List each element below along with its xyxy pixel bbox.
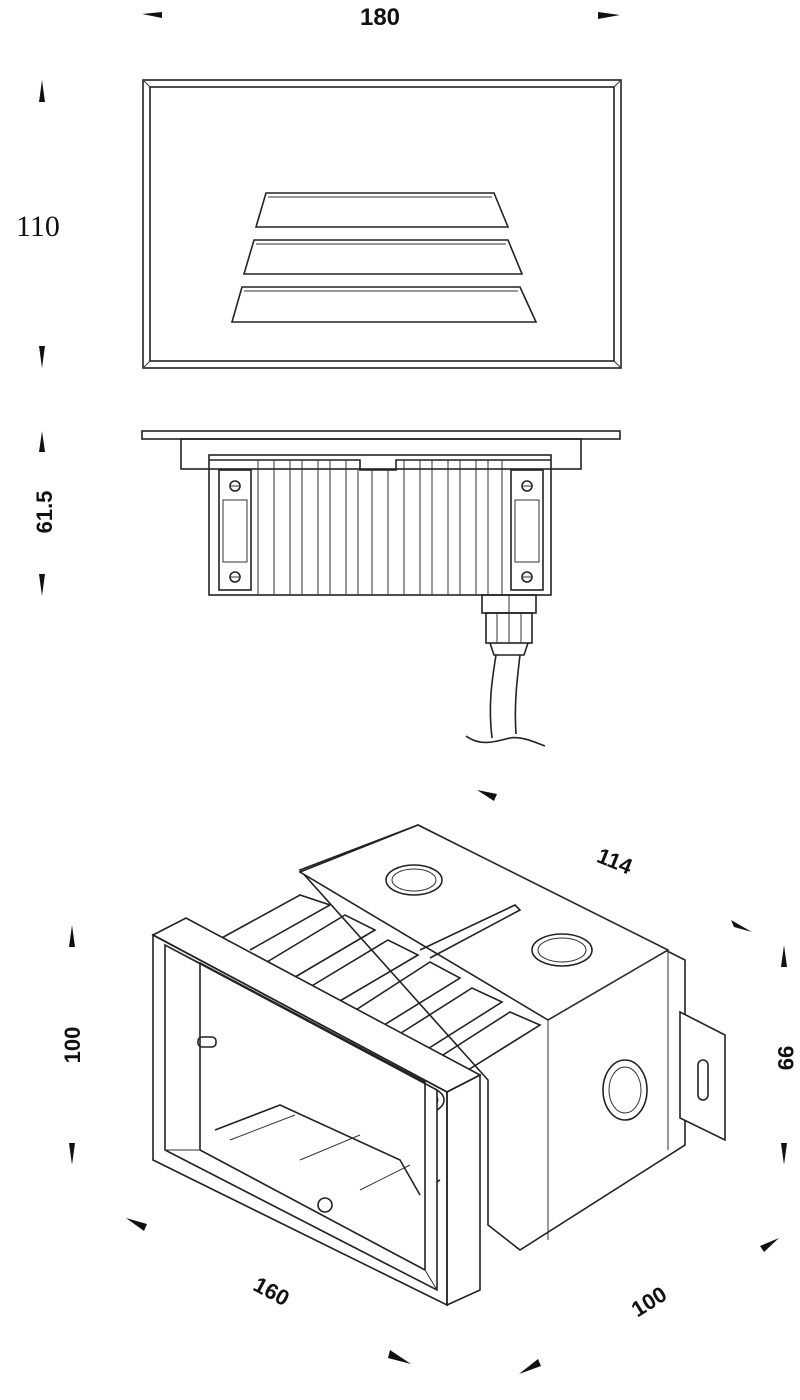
dim-label-61-5: 61.5: [32, 491, 57, 534]
dim-label-100-left: 100: [60, 1027, 85, 1064]
installation-box-view: [151, 824, 726, 1307]
heat-sink-fins: [209, 459, 551, 595]
dim-label-99: 99: [773, 1046, 798, 1070]
dimension-100-bottom: 100: [519, 1238, 779, 1374]
side-mounting-tab: [679, 1010, 726, 1142]
dimension-100-left: 100: [60, 925, 85, 1165]
dim-label-114: 114: [594, 843, 637, 880]
dimension-99: 99: [773, 945, 798, 1165]
dimension-110: 110: [16, 80, 60, 368]
side-view: [141, 430, 621, 747]
ground-screw-icon: [317, 1197, 333, 1213]
locating-pin: [197, 1036, 217, 1048]
front-plate-view: [142, 79, 622, 369]
dim-label-110: 110: [16, 210, 60, 243]
dimension-180: 180: [142, 4, 620, 31]
dim-label-160: 160: [249, 1272, 293, 1311]
right-mounting-bracket: [510, 469, 544, 591]
louvre-slots: [230, 192, 538, 323]
power-cable: [465, 654, 546, 747]
cable-gland: [481, 594, 537, 656]
left-mounting-bracket: [218, 469, 252, 591]
dim-label-100-bottom: 100: [627, 1281, 671, 1322]
dim-label-180: 180: [360, 4, 400, 31]
dimension-61-5: 61.5: [32, 431, 57, 596]
